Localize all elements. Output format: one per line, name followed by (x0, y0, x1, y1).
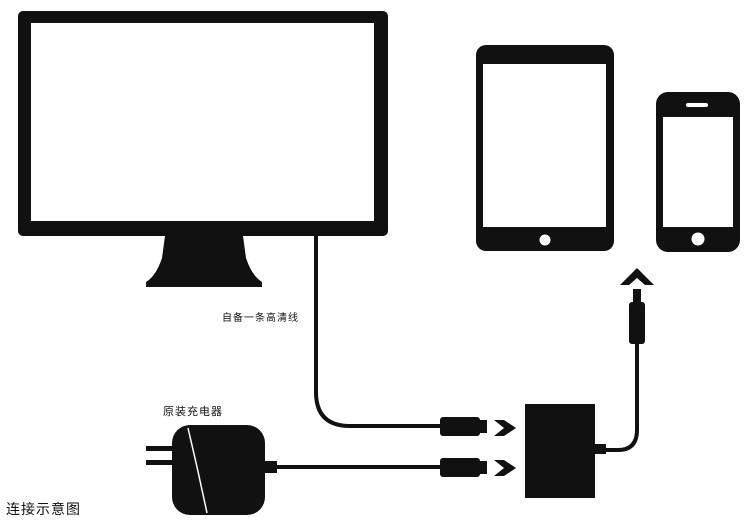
lightning-cable (605, 340, 639, 452)
hdmi-plug (440, 417, 480, 436)
phone-speaker (686, 103, 708, 107)
tablet-icon (476, 45, 614, 251)
monitor-screen (31, 23, 374, 221)
tablet-screen (483, 64, 606, 227)
tablet-home-button (539, 234, 551, 246)
arrow-right-icon (494, 460, 516, 476)
diagram-caption: 连接示意图 (6, 502, 81, 518)
hdmi-cable-label: 自备一条高清线 (222, 313, 299, 324)
hdmi-cable (314, 236, 442, 428)
arrow-right-icon (494, 420, 516, 436)
arrow-up-icon (620, 268, 654, 285)
adapter-highlight (187, 427, 208, 514)
adapter-hub-icon (525, 404, 595, 498)
power-adapter-icon (146, 425, 277, 515)
adapter-prong-top (146, 446, 176, 451)
adapter-prong-bottom (146, 460, 176, 465)
lightning-plug-tip (633, 289, 641, 303)
adapter-output (263, 461, 277, 473)
monitor-icon (18, 11, 388, 287)
adapter-hub-port (594, 444, 606, 454)
charger-plug-tip (479, 461, 487, 474)
charger-label: 原装充电器 (163, 405, 223, 418)
hdmi-plug-tip (479, 420, 487, 433)
lightning-plug (629, 302, 645, 344)
monitor-stand (146, 236, 262, 287)
phone-screen (663, 117, 733, 227)
adapter-body (172, 425, 265, 515)
charger-plug (440, 458, 480, 477)
phone-home-button (691, 232, 705, 246)
phone-icon (656, 92, 740, 252)
